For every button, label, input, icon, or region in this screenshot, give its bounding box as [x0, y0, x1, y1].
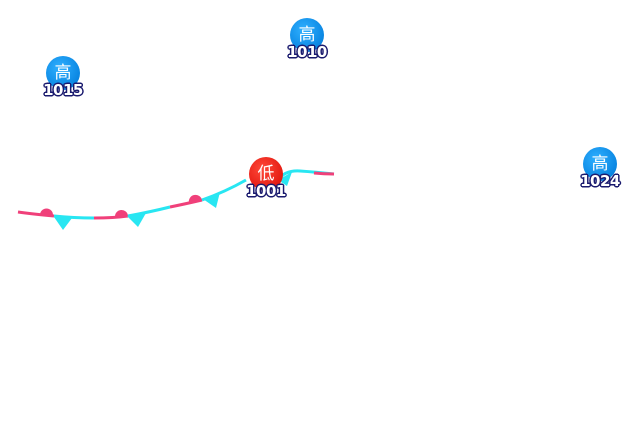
high-pressure-icon: 高: [290, 18, 324, 52]
front-warm-bump: [188, 194, 202, 203]
front-cold-spike: [54, 217, 72, 230]
front-cold-spike: [127, 213, 146, 227]
front-warm-bump: [114, 209, 128, 217]
front-warm-segment: [17, 210, 55, 218]
pressure-value: 1001: [246, 182, 286, 200]
high-pressure-center[interactable]: 高 1024: [570, 147, 630, 211]
pressure-value: 1024: [580, 172, 620, 190]
high-pressure-center[interactable]: 高 1015: [33, 56, 93, 120]
high-pressure-center[interactable]: 高 1010: [277, 18, 337, 82]
front-warm-segment: [313, 171, 335, 176]
front-warm-bump: [40, 208, 53, 215]
front-warm-segment: [93, 214, 129, 220]
pressure-value: 1015: [43, 81, 83, 99]
low-pressure-icon: 低: [249, 157, 283, 191]
pressure-value: 1010: [287, 43, 327, 61]
front-cold-segment: [53, 214, 95, 220]
high-pressure-icon: 高: [583, 147, 617, 181]
front-warm-segment: [169, 198, 203, 209]
front-cold-segment: [127, 205, 171, 218]
front-cold-spike: [203, 192, 220, 208]
low-pressure-center[interactable]: 低 1001: [236, 157, 296, 221]
high-pressure-icon: 高: [46, 56, 80, 90]
front-cold-spike: [278, 172, 292, 186]
